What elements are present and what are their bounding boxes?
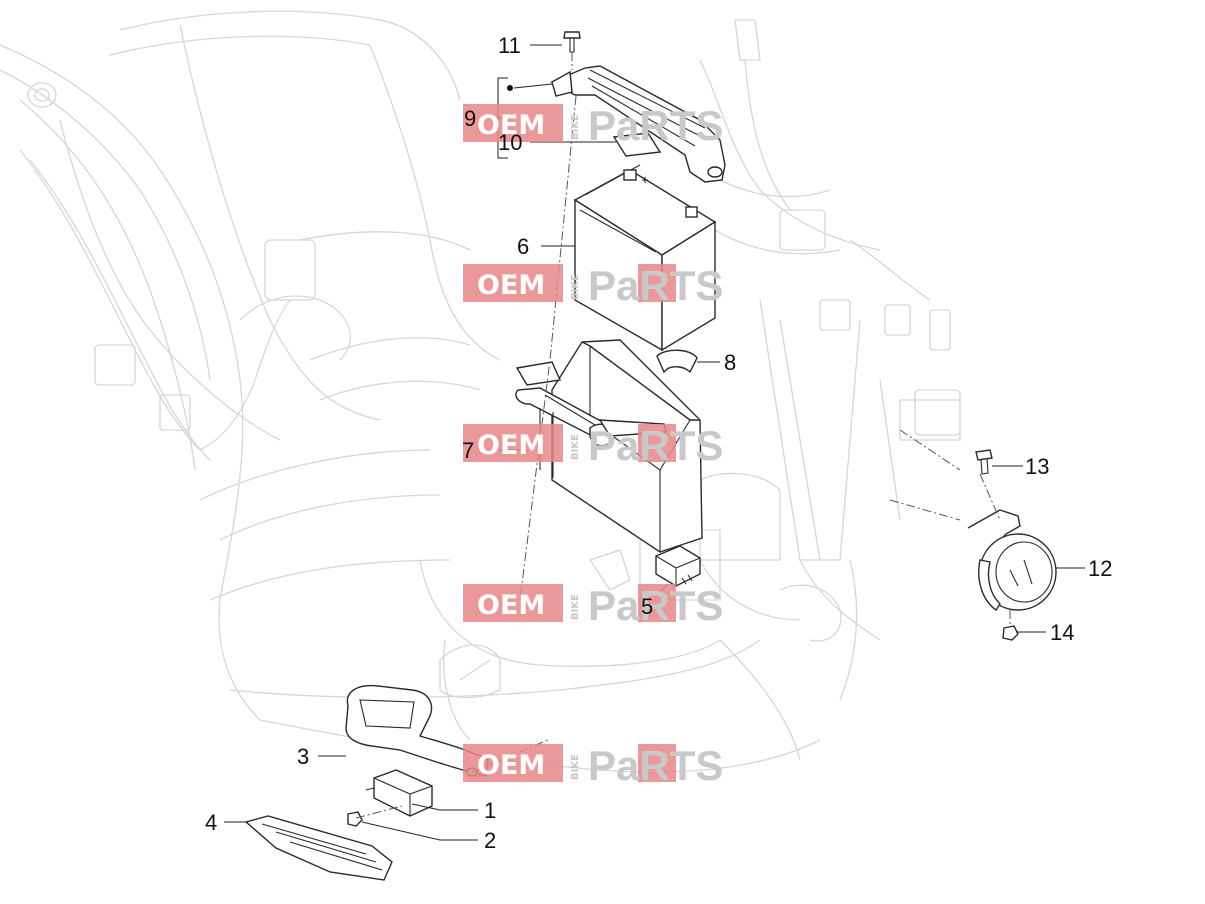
flasher-part-1 [365, 769, 433, 817]
horn-part-12 [967, 509, 1057, 611]
callout-12: 12 [1088, 556, 1112, 581]
nut-part-14 [1002, 625, 1019, 641]
watermark-1: OEM BIKE PaRTS [463, 102, 723, 149]
svg-text:BIKE: BIKE [570, 754, 581, 780]
callout-9: 9 [464, 106, 476, 131]
nut-part-2 [347, 811, 363, 827]
svg-text:BIKE: BIKE [570, 434, 581, 460]
callout-3: 3 [297, 744, 309, 769]
callout-7: 7 [462, 438, 474, 463]
callout-numbers: 11 9 10 6 8 7 13 12 5 14 3 1 4 2 [205, 33, 1112, 853]
battery-box-part-7 [515, 339, 703, 553]
svg-text:BIKE: BIKE [570, 594, 581, 620]
callout-4: 4 [205, 810, 217, 835]
watermark-4: OEM BIKE PaRTS [463, 582, 723, 629]
relay-part-5 [655, 545, 701, 587]
svg-text:OEM: OEM [477, 590, 545, 621]
svg-text:PaRTS: PaRTS [588, 582, 723, 629]
svg-text:PaRTS: PaRTS [588, 742, 723, 789]
callout-10: 10 [498, 130, 522, 155]
watermark-2: OEM BIKE PaRTS [463, 262, 723, 309]
callout-6: 6 [517, 234, 529, 259]
svg-text:PaRTS: PaRTS [588, 422, 723, 469]
svg-text:PaRTS: PaRTS [588, 102, 723, 149]
callout-2: 2 [484, 828, 496, 853]
svg-text:OEM: OEM [477, 430, 545, 461]
svg-text:OEM: OEM [477, 270, 545, 301]
svg-text:OEM: OEM [477, 110, 545, 141]
watermark-5: OEM BIKE PaRTS [463, 742, 723, 789]
svg-text:OEM: OEM [477, 750, 545, 781]
bolt-part-13 [975, 449, 993, 475]
callout-8: 8 [724, 350, 736, 375]
svg-text:BIKE: BIKE [570, 274, 581, 300]
pad-part-10 [612, 132, 662, 157]
clip-part-8 [656, 349, 698, 374]
callout-5: 5 [641, 594, 653, 619]
watermark-3: OEM BIKE PaRTS [463, 422, 723, 469]
scooter-frame-ghost [0, 10, 961, 773]
callout-1: 1 [484, 798, 496, 823]
battery-part-6 [573, 164, 717, 352]
svg-text:PaRTS: PaRTS [588, 262, 723, 309]
assembly-dot [507, 85, 513, 91]
battery-strap-part-9 [550, 65, 726, 183]
screw-part-11 [563, 31, 581, 53]
callout-11: 11 [498, 33, 521, 58]
callout-14: 14 [1050, 620, 1074, 645]
callout-13: 13 [1025, 454, 1049, 479]
svg-text:BIKE: BIKE [570, 114, 581, 140]
cover-part-4 [244, 815, 393, 881]
